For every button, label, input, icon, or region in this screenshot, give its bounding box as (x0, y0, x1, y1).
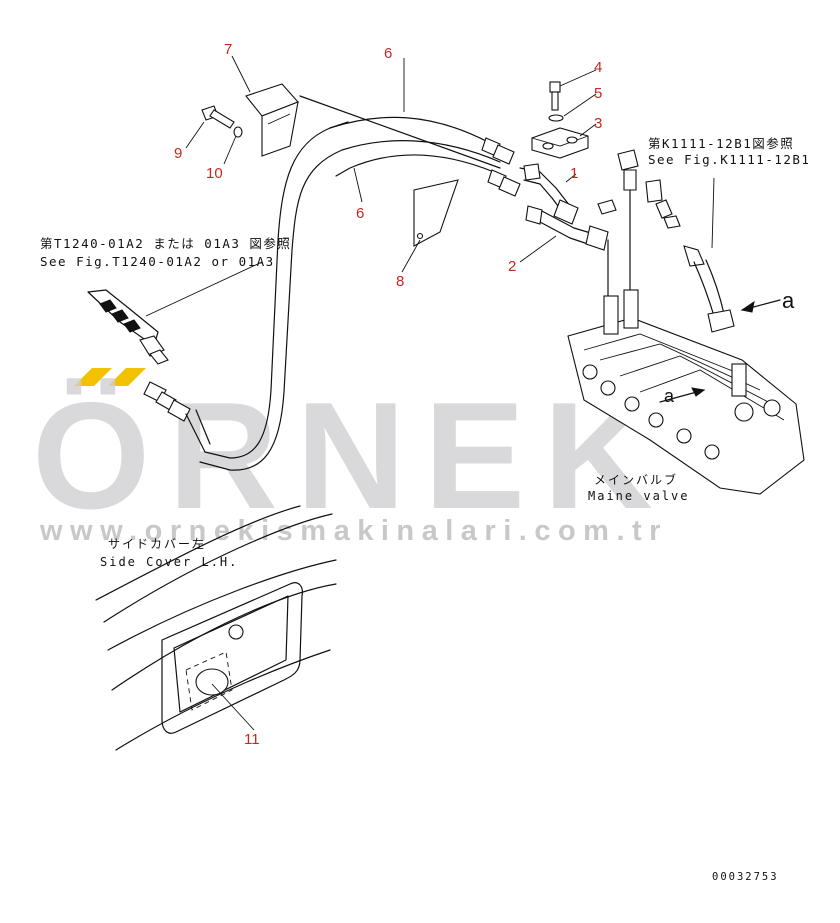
side-cover-en: Side Cover L.H. (100, 555, 238, 569)
part-number-3: 3 (594, 115, 602, 132)
part-number-7: 7 (224, 41, 232, 58)
ref-k1111-jp: 第K1111-12B1図参照 (648, 136, 794, 151)
ref-t1240-jp: 第T1240-01A2 または 01A3 図参照 (40, 236, 291, 251)
ref-t1240-en: See Fig.T1240-01A2 or 01A3 (40, 254, 275, 269)
washer-10 (233, 126, 243, 138)
bolt-9 (201, 105, 235, 129)
washer-5 (548, 114, 564, 122)
part-number-6-lower: 6 (356, 205, 364, 222)
watermark-url: www.ornekismakinalari.com.tr (39, 515, 668, 547)
part-number-4: 4 (594, 59, 602, 76)
watermark: ÖRNEK www.ornekismakinalari.com.tr (32, 368, 671, 547)
ref-k1111-en: See Fig.K1111-12B1 (648, 152, 810, 167)
part-number-9: 9 (174, 145, 182, 162)
watermark-accent-right (108, 368, 146, 386)
part-number-1: 1 (570, 165, 578, 182)
part-number-5: 5 (594, 85, 602, 102)
part-number-2: 2 (508, 258, 516, 275)
drawing-number: 00032753 (712, 871, 779, 883)
watermark-accent-left (74, 368, 112, 386)
reference-labels: 第K1111-12B1図参照 See Fig.K1111-12B1 第T1240… (40, 136, 810, 883)
plate-8 (413, 179, 459, 247)
right-pipe-k1111 (683, 245, 781, 333)
part-number-10: 10 (206, 165, 223, 182)
side-cover-lh (95, 505, 337, 751)
main-valve-en: Maine valve (588, 489, 689, 503)
watermark-brand: ÖRNEK (32, 371, 671, 541)
side-cover-hole (228, 624, 244, 640)
bracket-7 (245, 83, 501, 169)
plug-11 (195, 668, 229, 696)
pipe-1 (519, 163, 579, 225)
part-number-labels: 1 2 3 4 5 6 6 7 8 9 10 11 (174, 41, 602, 748)
part-number-8: 8 (396, 273, 404, 290)
left-hose-connector (87, 289, 169, 365)
main-valve-jp: メインバルブ (594, 472, 678, 487)
bolt-4 (549, 81, 561, 111)
part-number-6-top: 6 (384, 45, 392, 62)
main-valve (567, 289, 805, 495)
pipe-2 (525, 205, 609, 251)
clamp-3 (531, 127, 589, 159)
hose-6 (143, 116, 521, 471)
arrow-a-right-label: a (782, 288, 795, 313)
fittings-upper (597, 149, 681, 297)
leader-lines (145, 55, 715, 731)
side-cover-jp: サイドカバー左 (108, 536, 206, 551)
part-number-11: 11 (244, 731, 260, 748)
arrow-a-valve-label: a (664, 386, 675, 406)
